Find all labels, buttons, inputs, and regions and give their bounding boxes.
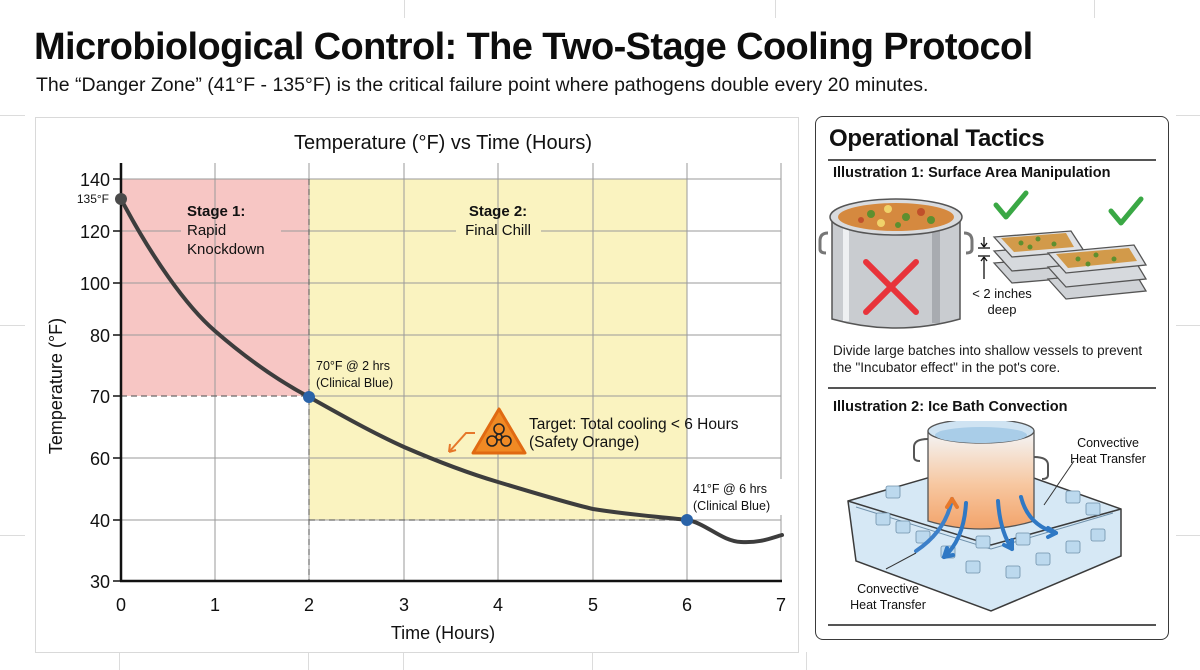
frame-line (592, 652, 593, 670)
convection-label-top-1: Convective (1077, 436, 1139, 450)
ice-tray-icon (847, 460, 1122, 612)
chart-title: Temperature (°F) vs Time (Hours) (294, 132, 592, 154)
stage1-title: Stage 1: (187, 203, 245, 220)
convection-arrows-icon (914, 495, 1058, 559)
biohazard-warning-icon (471, 407, 527, 455)
x-axis-label: Time (Hours) (391, 623, 495, 643)
convection-label-top-2: Heat Transfer (1070, 452, 1146, 466)
stock-pot-icon (818, 198, 974, 329)
frame-line (0, 535, 25, 536)
svg-text:100: 100 (80, 274, 110, 294)
cross-icon (863, 259, 919, 315)
frame-line (1176, 535, 1200, 536)
svg-text:70: 70 (90, 387, 110, 407)
ice-bath-illustration: Convective Heat Transfer Convective Heat… (847, 421, 1146, 612)
start-temp-label: 135°F (77, 192, 109, 206)
operational-tactics-panel: Operational Tactics Illustration 1: Surf… (815, 116, 1169, 640)
frame-line (1176, 115, 1200, 116)
depth-label-line1: < 2 inches (972, 286, 1032, 301)
leader-line (1043, 460, 1075, 506)
svg-text:5: 5 (588, 595, 598, 615)
svg-text:40: 40 (90, 511, 110, 531)
checkpoint-6hr-marker (681, 514, 693, 526)
frame-line (404, 0, 405, 18)
svg-text:2: 2 (304, 595, 314, 615)
page-subtitle: The “Danger Zone” (41°F - 135°F) is the … (36, 74, 929, 96)
svg-text:1: 1 (210, 595, 220, 615)
svg-text:3: 3 (399, 595, 409, 615)
frame-line (119, 652, 120, 670)
y-tick-labels: 140 120 100 80 70 60 40 30 (80, 170, 110, 592)
frame-line (1176, 325, 1200, 326)
frame-line (403, 652, 404, 670)
svg-text:140: 140 (80, 170, 110, 190)
checkpoint-2hr-label: 70°F @ 2 hrs (316, 359, 390, 373)
svg-text:80: 80 (90, 326, 110, 346)
surface-area-illustration: < 2 inches deep (818, 190, 1148, 329)
checkpoint-6hr-sublabel: (Clinical Blue) (693, 499, 770, 513)
page-title: Microbiological Control: The Two-Stage C… (34, 26, 1033, 68)
checkpoint-2hr-sublabel: (Clinical Blue) (316, 376, 393, 390)
stage2-label: Final Chill (465, 222, 531, 239)
convection-label-bottom-2: Heat Transfer (850, 598, 926, 612)
illustration1-description: Divide large batches into shallow vessel… (833, 343, 1143, 375)
check-icon (993, 190, 1029, 220)
illustration1-heading: Illustration 1: Surface Area Manipulatio… (833, 165, 1111, 181)
depth-label-line2: deep (988, 302, 1017, 317)
y-axis-label: Temperature (°F) (46, 318, 66, 454)
divider (828, 159, 1156, 161)
svg-text:4: 4 (493, 595, 503, 615)
shallow-pans-icon (992, 230, 1148, 300)
frame-line (308, 652, 309, 670)
cooling-chart: Temperature (°F) vs Time (Hours) (46, 132, 786, 643)
frame-line (775, 0, 776, 18)
target-arrow-icon (448, 432, 475, 453)
stage1-label-line2: Knockdown (187, 241, 265, 258)
svg-text:120: 120 (80, 222, 110, 242)
checkpoint-6hr-label: 41°F @ 6 hrs (693, 482, 767, 496)
svg-text:30: 30 (90, 572, 110, 592)
svg-text:6: 6 (682, 595, 692, 615)
target-sublabel: (Safety Orange) (529, 434, 639, 451)
check-icon (1108, 196, 1144, 226)
tactics-title: Operational Tactics (829, 125, 1045, 152)
svg-text:7: 7 (776, 595, 786, 615)
frame-line (0, 325, 25, 326)
convection-label-bottom-1: Convective (857, 582, 919, 596)
frame-line (1094, 0, 1095, 18)
cooling-curve (119, 197, 784, 545)
x-tick-labels: 0 1 2 3 4 5 6 7 (116, 595, 786, 615)
divider (828, 624, 1156, 626)
svg-text:60: 60 (90, 449, 110, 469)
leader-line (885, 552, 917, 570)
stage2-title: Stage 2: (469, 203, 527, 220)
svg-text:0: 0 (116, 595, 126, 615)
illustration2-heading: Illustration 2: Ice Bath Convection (833, 399, 1068, 415)
frame-line (0, 115, 25, 116)
target-label: Target: Total cooling < 6 Hours (529, 416, 739, 433)
chart-panel: Temperature (°F) vs Time (Hours) (35, 117, 799, 653)
depth-indicator-icon (978, 237, 990, 279)
frame-line (806, 652, 807, 670)
checkpoint-2hr-marker (303, 391, 315, 403)
stage1-label-line1: Rapid (187, 222, 226, 239)
stage-boundaries (121, 179, 687, 581)
start-point-marker (115, 193, 127, 205)
divider (828, 387, 1156, 389)
